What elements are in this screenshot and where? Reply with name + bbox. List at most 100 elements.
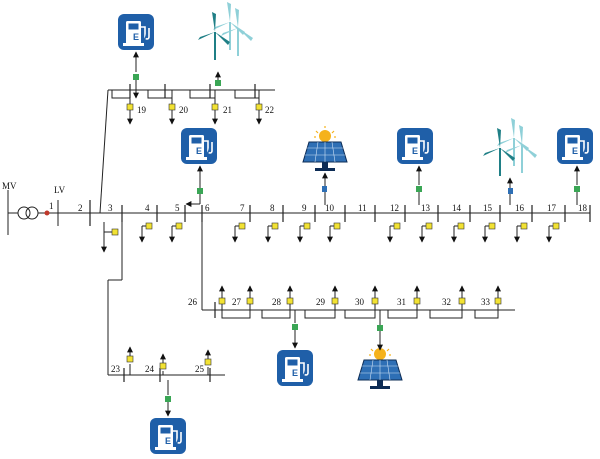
meter-icon: [111, 228, 119, 236]
mv-label: MV: [2, 181, 17, 191]
load-icon: [387, 222, 401, 243]
meter-icon: [494, 297, 502, 305]
main-feeder-loads: [101, 222, 560, 253]
branch-segment: [474, 310, 499, 319]
meter-icon: [168, 103, 176, 111]
bus-15-label: 15: [483, 203, 493, 213]
branch-segment: [111, 90, 131, 99]
branch-segment: [221, 310, 251, 319]
ev-charger-icon: E V: [149, 417, 187, 455]
load-icon: [139, 222, 153, 243]
bus-18-label: 18: [578, 203, 588, 213]
bus-31-label: 31: [397, 297, 406, 307]
meter-icon: [211, 103, 219, 111]
meter-icon: [488, 222, 496, 230]
meter-icon: [552, 222, 560, 230]
ev-charger-icon: E V: [276, 349, 314, 387]
bus-12-label: 12: [390, 203, 399, 213]
converter-icon: [416, 186, 422, 192]
bus-3-label: 3: [108, 203, 113, 213]
load-icon: [482, 222, 496, 243]
load-icon: [255, 98, 263, 125]
main-feeder: [89, 200, 591, 226]
load-icon: [286, 285, 294, 310]
branch-segment: [261, 310, 291, 319]
bus-33-label: 33: [481, 297, 491, 307]
bus-5-label: 5: [175, 203, 180, 213]
meter-icon: [371, 297, 379, 305]
branch-segment: [304, 310, 336, 319]
bus-7-label: 7: [240, 203, 245, 213]
load-icon: [458, 285, 466, 310]
load-icon: [297, 222, 311, 243]
load-icon: [246, 285, 254, 310]
meter-icon: [425, 222, 433, 230]
wind-turbine-icon: [482, 117, 538, 177]
meter-icon: [520, 222, 528, 230]
load-icon: [169, 222, 183, 243]
bus-32-label: 32: [442, 297, 451, 307]
branch-segment: [189, 90, 216, 99]
bus-14-label: 14: [452, 203, 462, 213]
bus-11-label: 11: [358, 203, 367, 213]
bus-28-label: 28: [272, 297, 282, 307]
ev-charger-icon: E V: [117, 13, 155, 51]
solar-panel-icon: [357, 343, 403, 390]
meter-icon: [246, 297, 254, 305]
meter-icon: [218, 297, 226, 305]
meter-icon: [331, 297, 339, 305]
bus-2-label: 2: [78, 203, 83, 213]
load-icon: [168, 98, 176, 125]
meter-icon: [458, 297, 466, 305]
load-icon: [546, 222, 560, 243]
meter-icon: [255, 103, 263, 111]
load-icon: [514, 222, 528, 243]
bus-23-label: 23: [111, 364, 121, 374]
meter-icon: [238, 222, 246, 230]
svg-text:E V: E V: [165, 436, 180, 446]
converter-icon: [197, 188, 203, 194]
load-icon: [265, 222, 279, 243]
meter-icon: [271, 222, 279, 230]
load-icon: [211, 98, 219, 125]
meter-icon: [175, 222, 183, 230]
load-icon: [331, 285, 339, 310]
svg-text:E V: E V: [292, 368, 307, 378]
load-icon: [451, 222, 465, 243]
branch-segment: [429, 310, 463, 319]
load-icon: [218, 285, 226, 310]
converter-icon: [508, 188, 513, 194]
bus-17-label: 17: [547, 203, 557, 213]
load-icon: [494, 285, 502, 310]
load-icon: [371, 285, 379, 310]
load-icon: [327, 222, 341, 243]
bus-4-label: 4: [145, 203, 150, 213]
solar-panel-icon: [302, 125, 348, 172]
ev-charger-icon: E V: [556, 127, 594, 165]
bus-19-label: 19: [137, 105, 147, 115]
bus-13-label: 13: [421, 203, 431, 213]
bus-24-label: 24: [145, 364, 155, 374]
bus-29-label: 29: [316, 297, 326, 307]
bus-21-label: 21: [223, 105, 232, 115]
bus-22-label: 22: [265, 105, 274, 115]
meter-icon: [413, 297, 421, 305]
converter-icon: [133, 74, 139, 80]
bus-6-label: 6: [205, 203, 210, 213]
load-icon: [413, 285, 421, 310]
converter-icon: [574, 186, 580, 192]
bus-1-label: 1: [49, 201, 54, 211]
bus-30-label: 30: [355, 297, 365, 307]
load-icon: [232, 222, 246, 243]
branch-segment: [387, 310, 418, 319]
converter-icon: [165, 396, 171, 402]
meter-icon: [333, 222, 341, 230]
branch-23-25: 23 24 25: [107, 222, 225, 382]
converter-icon: [292, 324, 298, 330]
wind-turbine-icon: [197, 1, 254, 61]
meter-icon: [126, 103, 134, 111]
meter-icon: [457, 222, 465, 230]
svg-text:E V: E V: [412, 146, 427, 156]
bus-27-label: 27: [232, 297, 242, 307]
